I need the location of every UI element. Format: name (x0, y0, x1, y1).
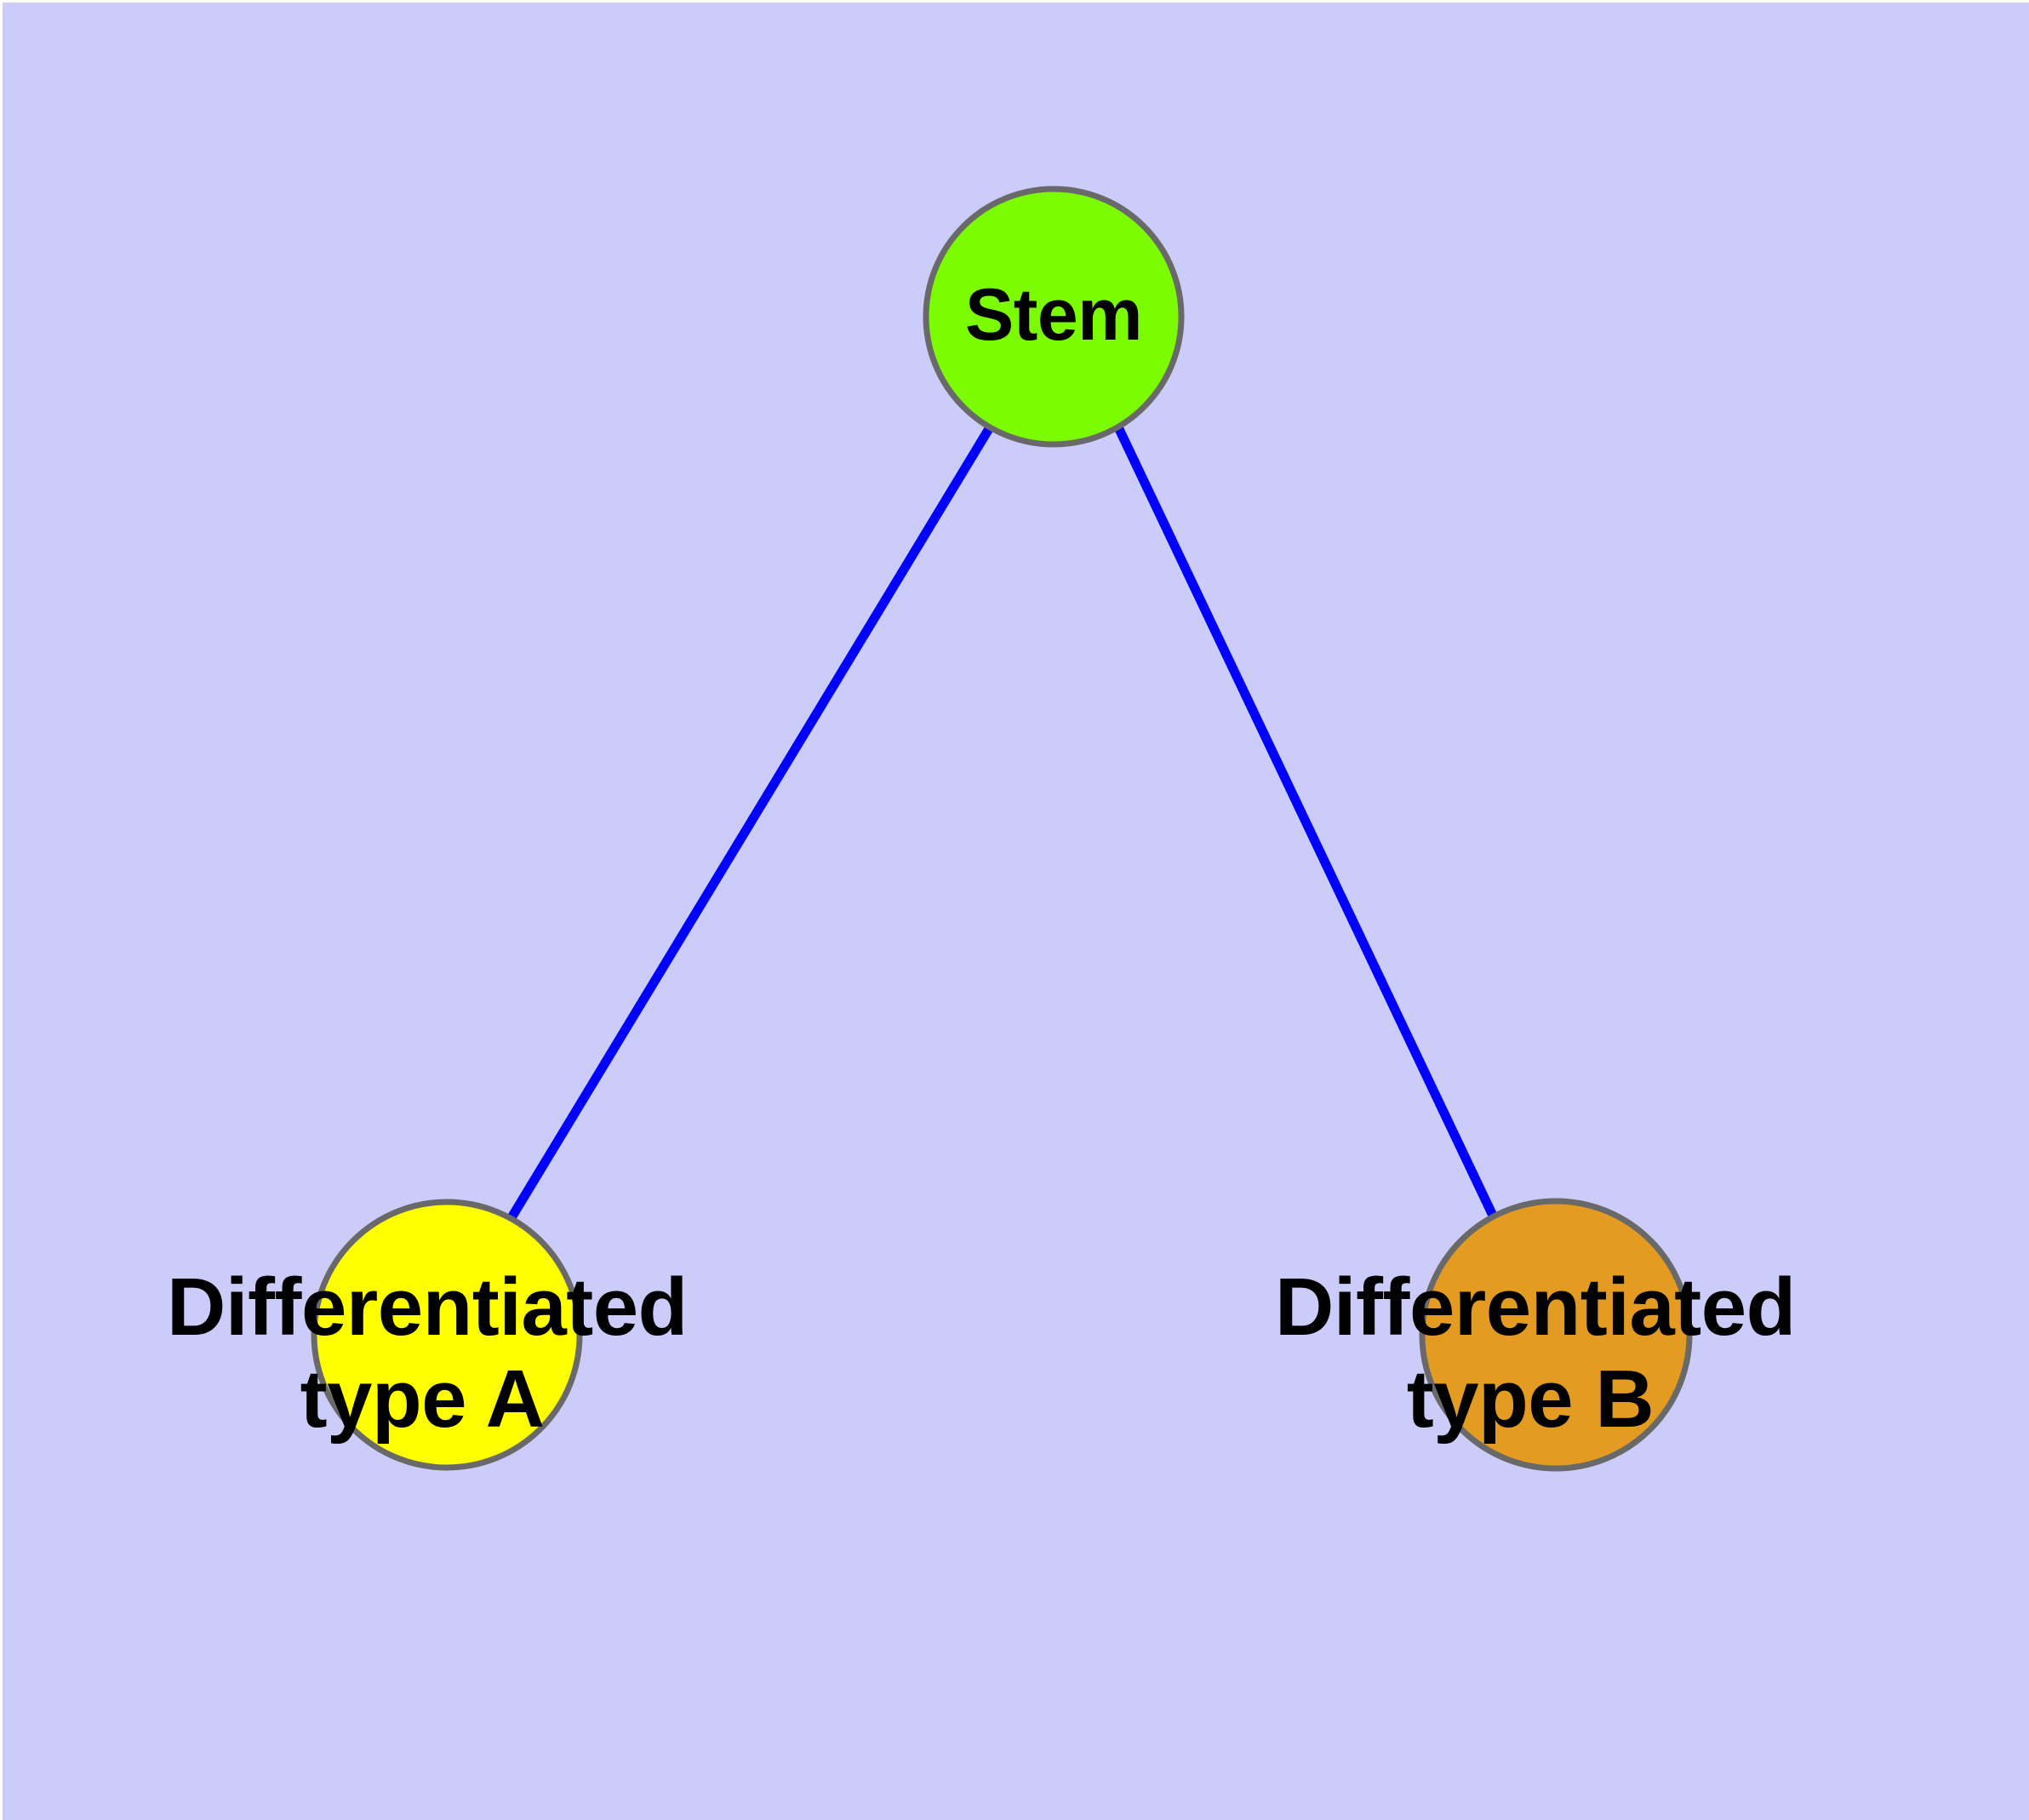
edge-stem-to-diff-b[interactable] (1114, 425, 1498, 1220)
node-diff-b[interactable] (1419, 1198, 1693, 1472)
node-layer (311, 186, 1693, 1472)
edge-stem-to-diff-a[interactable] (506, 425, 994, 1222)
node-stem[interactable] (923, 186, 1185, 448)
edge-layer (506, 425, 1498, 1222)
node-diff-a[interactable] (311, 1199, 583, 1471)
